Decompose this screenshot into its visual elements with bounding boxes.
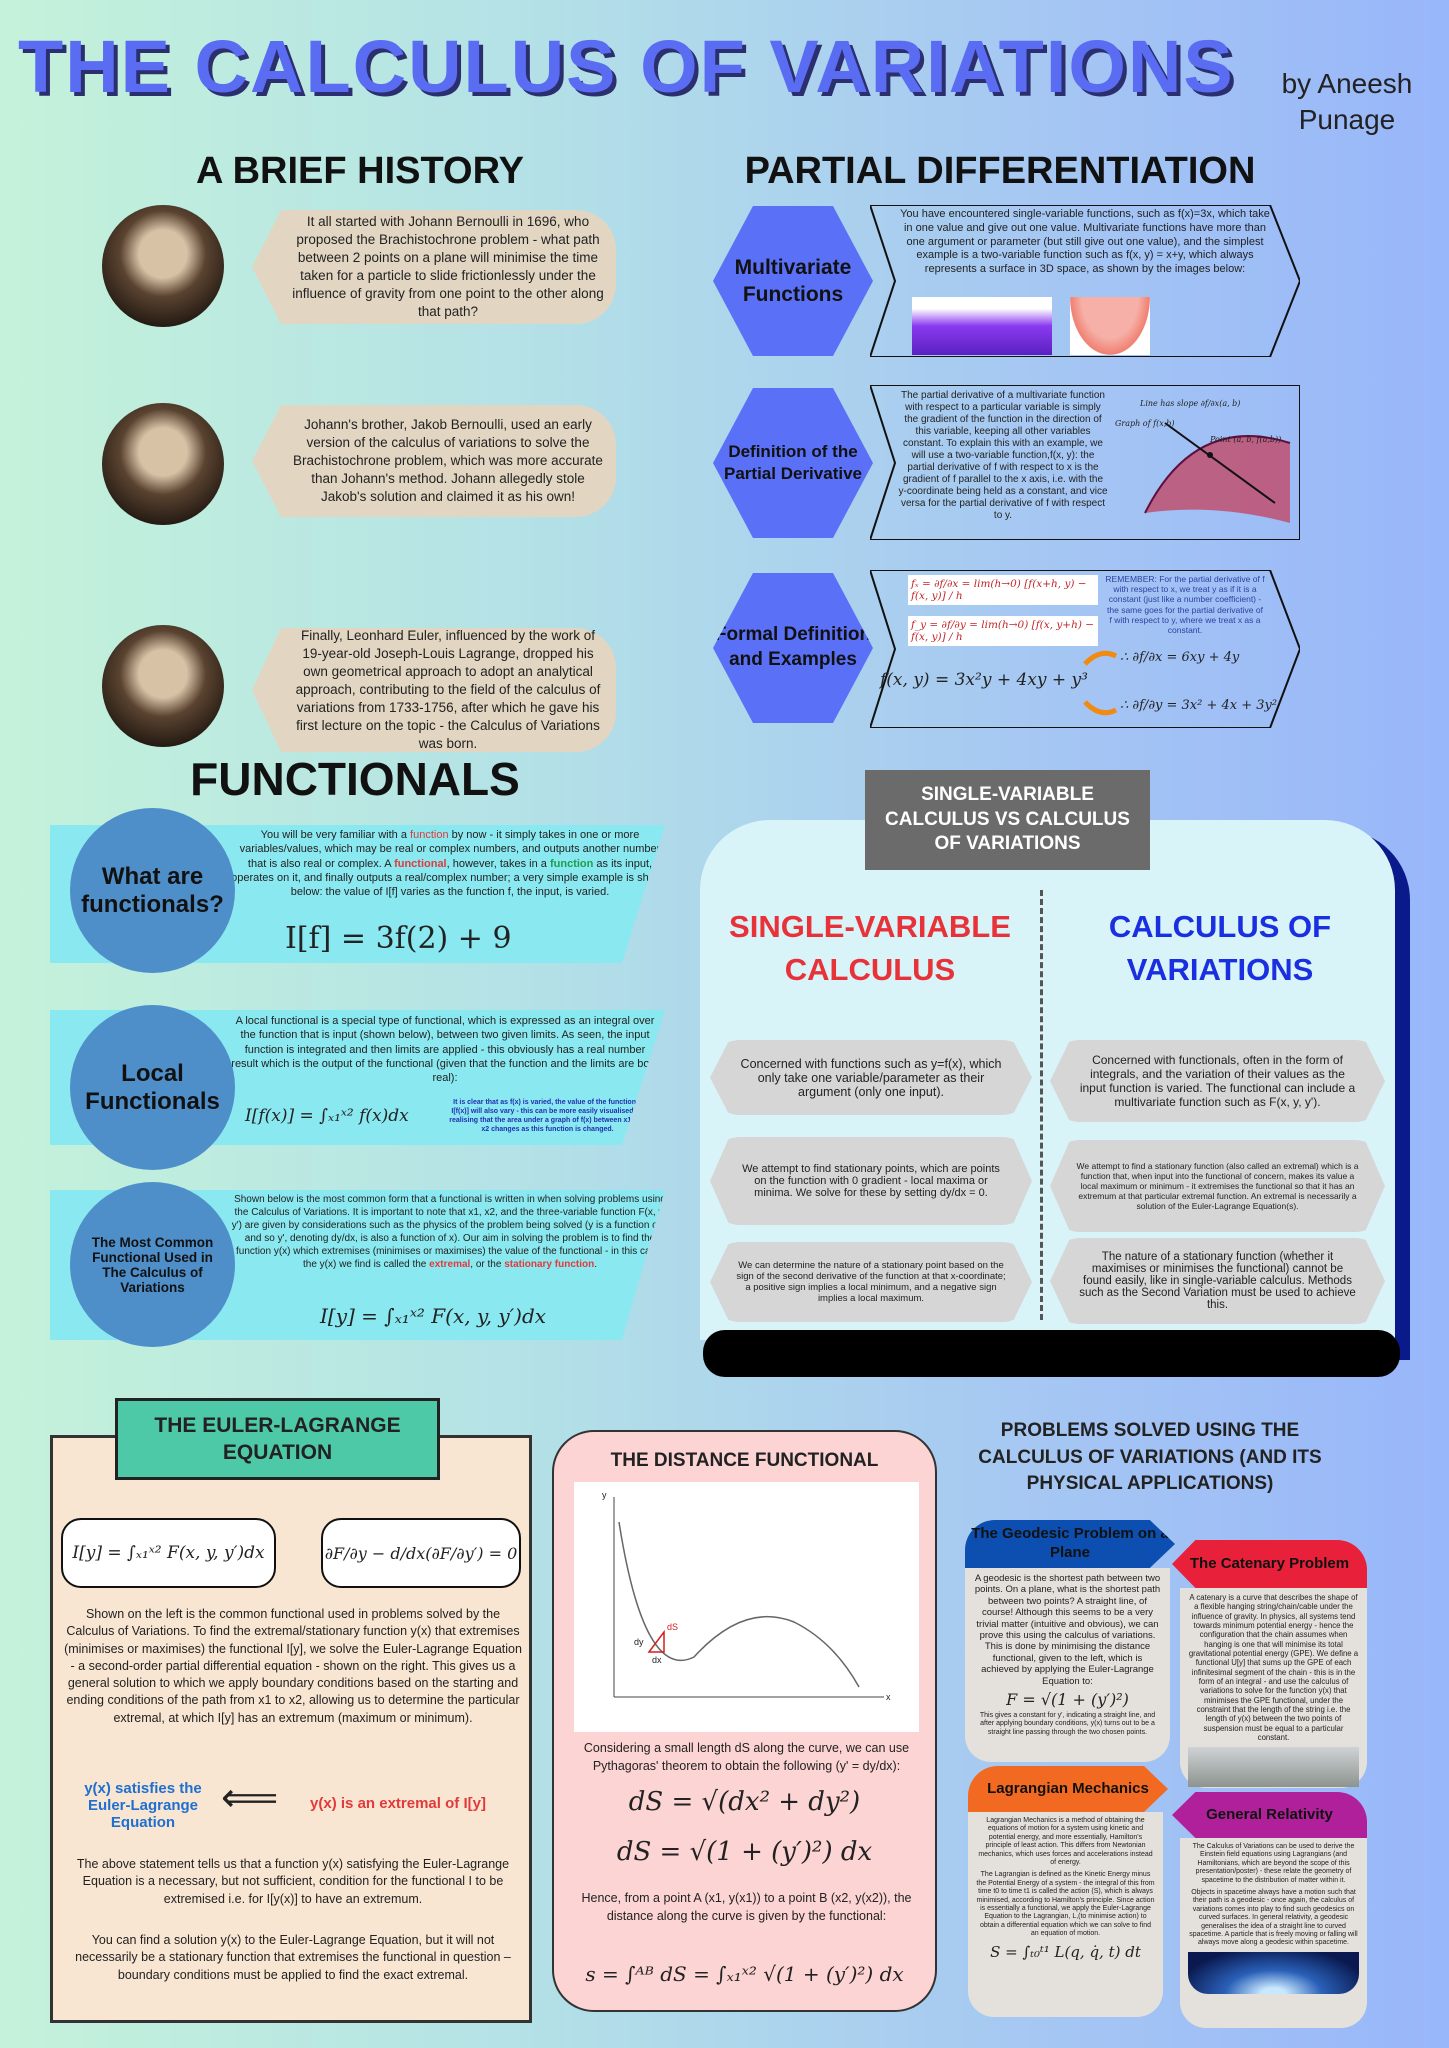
history-bubble-3: Finally, Leonhard Euler, influenced by t… xyxy=(252,628,616,752)
circle-local-functionals: Local Functionals xyxy=(70,1005,235,1170)
problems-heading: PROBLEMS SOLVED USING THE CALCULUS OF VA… xyxy=(978,1420,1322,1495)
hex-formal-definition: Formal Definition and Examples xyxy=(713,573,873,723)
graph-x-label: x xyxy=(886,1692,891,1702)
left-point-1: Concerned with functions such as y=f(x),… xyxy=(710,1040,1032,1115)
distance-eq-2: dS = √(1 + (y′)²) dx xyxy=(616,1837,873,1867)
formal-definition-panel: fₓ = ∂f/∂x = lim(h→0) [f(x+h, y) − f(x, … xyxy=(870,570,1300,728)
euler-paragraph-2: The above statement tells us that a func… xyxy=(76,1857,510,1906)
hex-partial-definition: Definition of the Partial Derivative xyxy=(713,388,873,538)
comparison-bottom-bar xyxy=(703,1330,1400,1377)
lagrangian-text-2: The Lagrangian is defined as the Kinetic… xyxy=(976,1871,1155,1938)
fy-definition: f_y = ∂f/∂y = lim(h→0) [f(x, y+h) − f(x,… xyxy=(908,616,1098,646)
left-point-3: We can determine the nature of a station… xyxy=(710,1242,1032,1322)
right-point-2: We attempt to find a stationary function… xyxy=(1050,1140,1385,1232)
what-functionals-formula: I[f] = 3f(2) + 9 xyxy=(285,921,512,956)
graph-y-label: y xyxy=(602,1490,607,1500)
local-functionals-text: A local functional is a special type of … xyxy=(231,1015,659,1085)
comparison-title: SINGLE-VARIABLE CALCULUS VS CALCULUS OF … xyxy=(865,770,1150,870)
single-variable-heading: SINGLE-VARIABLE CALCULUS xyxy=(729,909,1011,988)
comparison-divider xyxy=(1040,890,1043,1320)
catenary-card-title: The Catenary Problem xyxy=(1172,1540,1367,1588)
distance-graph: y x dS dy dx xyxy=(574,1482,919,1732)
euler-paragraph-3: You can find a solution y(x) to the Eule… xyxy=(75,1933,511,1982)
distance-functional-title: THE DISTANCE FUNCTIONAL xyxy=(610,1450,879,1471)
geodesic-card-title: The Geodesic Problem on a Plane xyxy=(965,1520,1175,1568)
orange-arrows-icon xyxy=(1083,650,1118,716)
portrait-johann-bernoulli xyxy=(102,205,224,327)
spacetime-image xyxy=(1188,1951,1359,1994)
geodesic-formula: F = √(1 + (y′)²) xyxy=(1006,1689,1129,1709)
graph-dy-label: dy xyxy=(634,1637,644,1647)
common-functional-text: Shown below is the most common form that… xyxy=(231,1194,669,1270)
lagrangian-text-1: Lagrangian Mechanics is a method of obta… xyxy=(978,1817,1153,1866)
df-dx-result: ∴ ∂f/∂x = 6xy + 4y xyxy=(1120,650,1240,665)
partial-definition-panel: The partial derivative of a multivariate… xyxy=(870,385,1300,540)
fig-label-slope: Line has slope ∂f/∂x(a, b) xyxy=(1140,399,1241,408)
fig-label-graph: Graph of f(x,b) xyxy=(1115,419,1175,428)
what-functionals-text: You will be very familiar with a functio… xyxy=(231,829,669,899)
partial-definition-text: The partial derivative of a multivariate… xyxy=(898,390,1108,521)
geodesic-note: This gives a constant for y', indicating… xyxy=(979,1712,1156,1736)
general-relativity-card-title: General Relativity xyxy=(1172,1792,1367,1838)
lagrangian-card: Lagrangian Mechanics is a method of obta… xyxy=(968,1812,1163,2017)
distance-functional-panel: THE DISTANCE FUNCTIONAL y x dS dy dx Con… xyxy=(552,1430,937,2012)
author-byline: by Aneesh Punage xyxy=(1281,68,1413,136)
right-point-3: The nature of a stationary function (whe… xyxy=(1050,1238,1385,1324)
relativity-text-2: Objects in spacetime always have a motio… xyxy=(1189,1888,1358,1947)
portrait-leonhard-euler xyxy=(102,625,224,747)
action-formula: S = ∫ₜ₀ᵗ¹ L(q, q̇, t) dt xyxy=(990,1943,1141,1962)
catenary-text: A catenary is a curve that describes the… xyxy=(1188,1593,1359,1743)
right-point-1: Concerned with functionals, often in the… xyxy=(1050,1040,1385,1122)
local-functionals-note: It is clear that as f(x) is varied, the … xyxy=(449,1099,646,1134)
circle-what-are-functionals: What are functionals? xyxy=(70,808,235,973)
remember-note: REMEMBER: For the partial derivative of … xyxy=(1105,574,1265,635)
graph-dx-label: dx xyxy=(652,1655,662,1665)
euler-lagrange-equation: ∂F/∂y − d/dx(∂F/∂y′) = 0 xyxy=(321,1518,521,1588)
euler-functional-equation: I[y] = ∫ₓ₁ˣ² F(x, y, y′)dx xyxy=(61,1518,276,1588)
catenary-chain-image xyxy=(1188,1746,1359,1787)
euler-lagrange-title: THE EULER-LAGRANGE EQUATION xyxy=(115,1398,440,1480)
relativity-text-1: The Calculus of Variations can be used t… xyxy=(1192,1843,1355,1884)
euler-paragraph-1: Shown on the left is the common function… xyxy=(64,1607,522,1725)
distance-eq-1: dS = √(dx² + dy²) xyxy=(628,1787,861,1817)
fig-label-point: Point (a, b, f(a,b)) xyxy=(1210,435,1282,444)
circle-most-common-functional: The Most Common Functional Used in The C… xyxy=(70,1182,235,1347)
catenary-card: A catenary is a curve that describes the… xyxy=(1180,1588,1367,1788)
graph-ds-label: dS xyxy=(667,1622,679,1632)
partial-heading: PARTIAL DIFFERENTIATION xyxy=(744,150,1256,192)
portrait-jakob-bernoulli xyxy=(102,403,224,525)
distance-text-1: Considering a small length dS along the … xyxy=(583,1741,910,1773)
left-point-2: We attempt to find stationary points, wh… xyxy=(710,1137,1032,1225)
history-heading: A BRIEF HISTORY xyxy=(196,150,524,192)
multivariate-text: You have encountered single-variable fun… xyxy=(900,208,1270,275)
geodesic-text: A geodesic is the shortest path between … xyxy=(974,1573,1161,1687)
implies-arrow-icon: ⟸ xyxy=(221,1776,279,1820)
local-functionals-formula: I[f(x)] = ∫ₓ₁ˣ² f(x)dx xyxy=(245,1106,409,1126)
surface-plot-purple xyxy=(912,297,1052,355)
euler-lagrange-panel: I[y] = ∫ₓ₁ˣ² F(x, y, y′)dx ∂F/∂y − d/dx(… xyxy=(50,1435,532,2023)
multivariate-panel: You have encountered single-variable fun… xyxy=(870,205,1300,357)
distance-eq-3: s = ∫ᴬᴮ dS = ∫ₓ₁ˣ² √(1 + (y′)²) dx xyxy=(585,1962,904,1986)
distance-text-2: Hence, from a point A (x1, y(x1)) to a p… xyxy=(581,1891,912,1923)
implies-left: y(x) satisfies the Euler-Lagrange Equati… xyxy=(84,1780,202,1831)
poster-title: THE CALCULUS OF VARIATIONS xyxy=(18,25,1235,108)
history-bubble-2: Johann's brother, Jakob Bernoulli, used … xyxy=(252,405,616,517)
lagrangian-card-title: Lagrangian Mechanics xyxy=(968,1766,1168,1812)
geodesic-card: A geodesic is the shortest path between … xyxy=(965,1568,1170,1762)
partial-derivative-figure xyxy=(1144,422,1291,523)
calculus-of-variations-heading: CALCULUS OF VARIATIONS xyxy=(1108,909,1332,988)
implies-right: y(x) is an extremal of I[y] xyxy=(310,1795,486,1812)
hex-multivariate: Multivariate Functions xyxy=(713,206,873,356)
fx-definition: fₓ = ∂f/∂x = lim(h→0) [f(x+h, y) − f(x, … xyxy=(908,575,1098,605)
surface-plot-red xyxy=(1070,297,1150,355)
history-bubble-1: It all started with Johann Bernoulli in … xyxy=(252,210,616,324)
functionals-heading: FUNCTIONALS xyxy=(190,753,520,805)
general-relativity-card: The Calculus of Variations can be used t… xyxy=(1180,1838,1367,2028)
common-functional-formula: I[y] = ∫ₓ₁ˣ² F(x, y, y′)dx xyxy=(320,1304,547,1328)
example-function: f(x, y) = 3x²y + 4xy + y³ xyxy=(880,670,1088,690)
df-dy-result: ∴ ∂f/∂y = 3x² + 4x + 3y² xyxy=(1120,698,1278,713)
